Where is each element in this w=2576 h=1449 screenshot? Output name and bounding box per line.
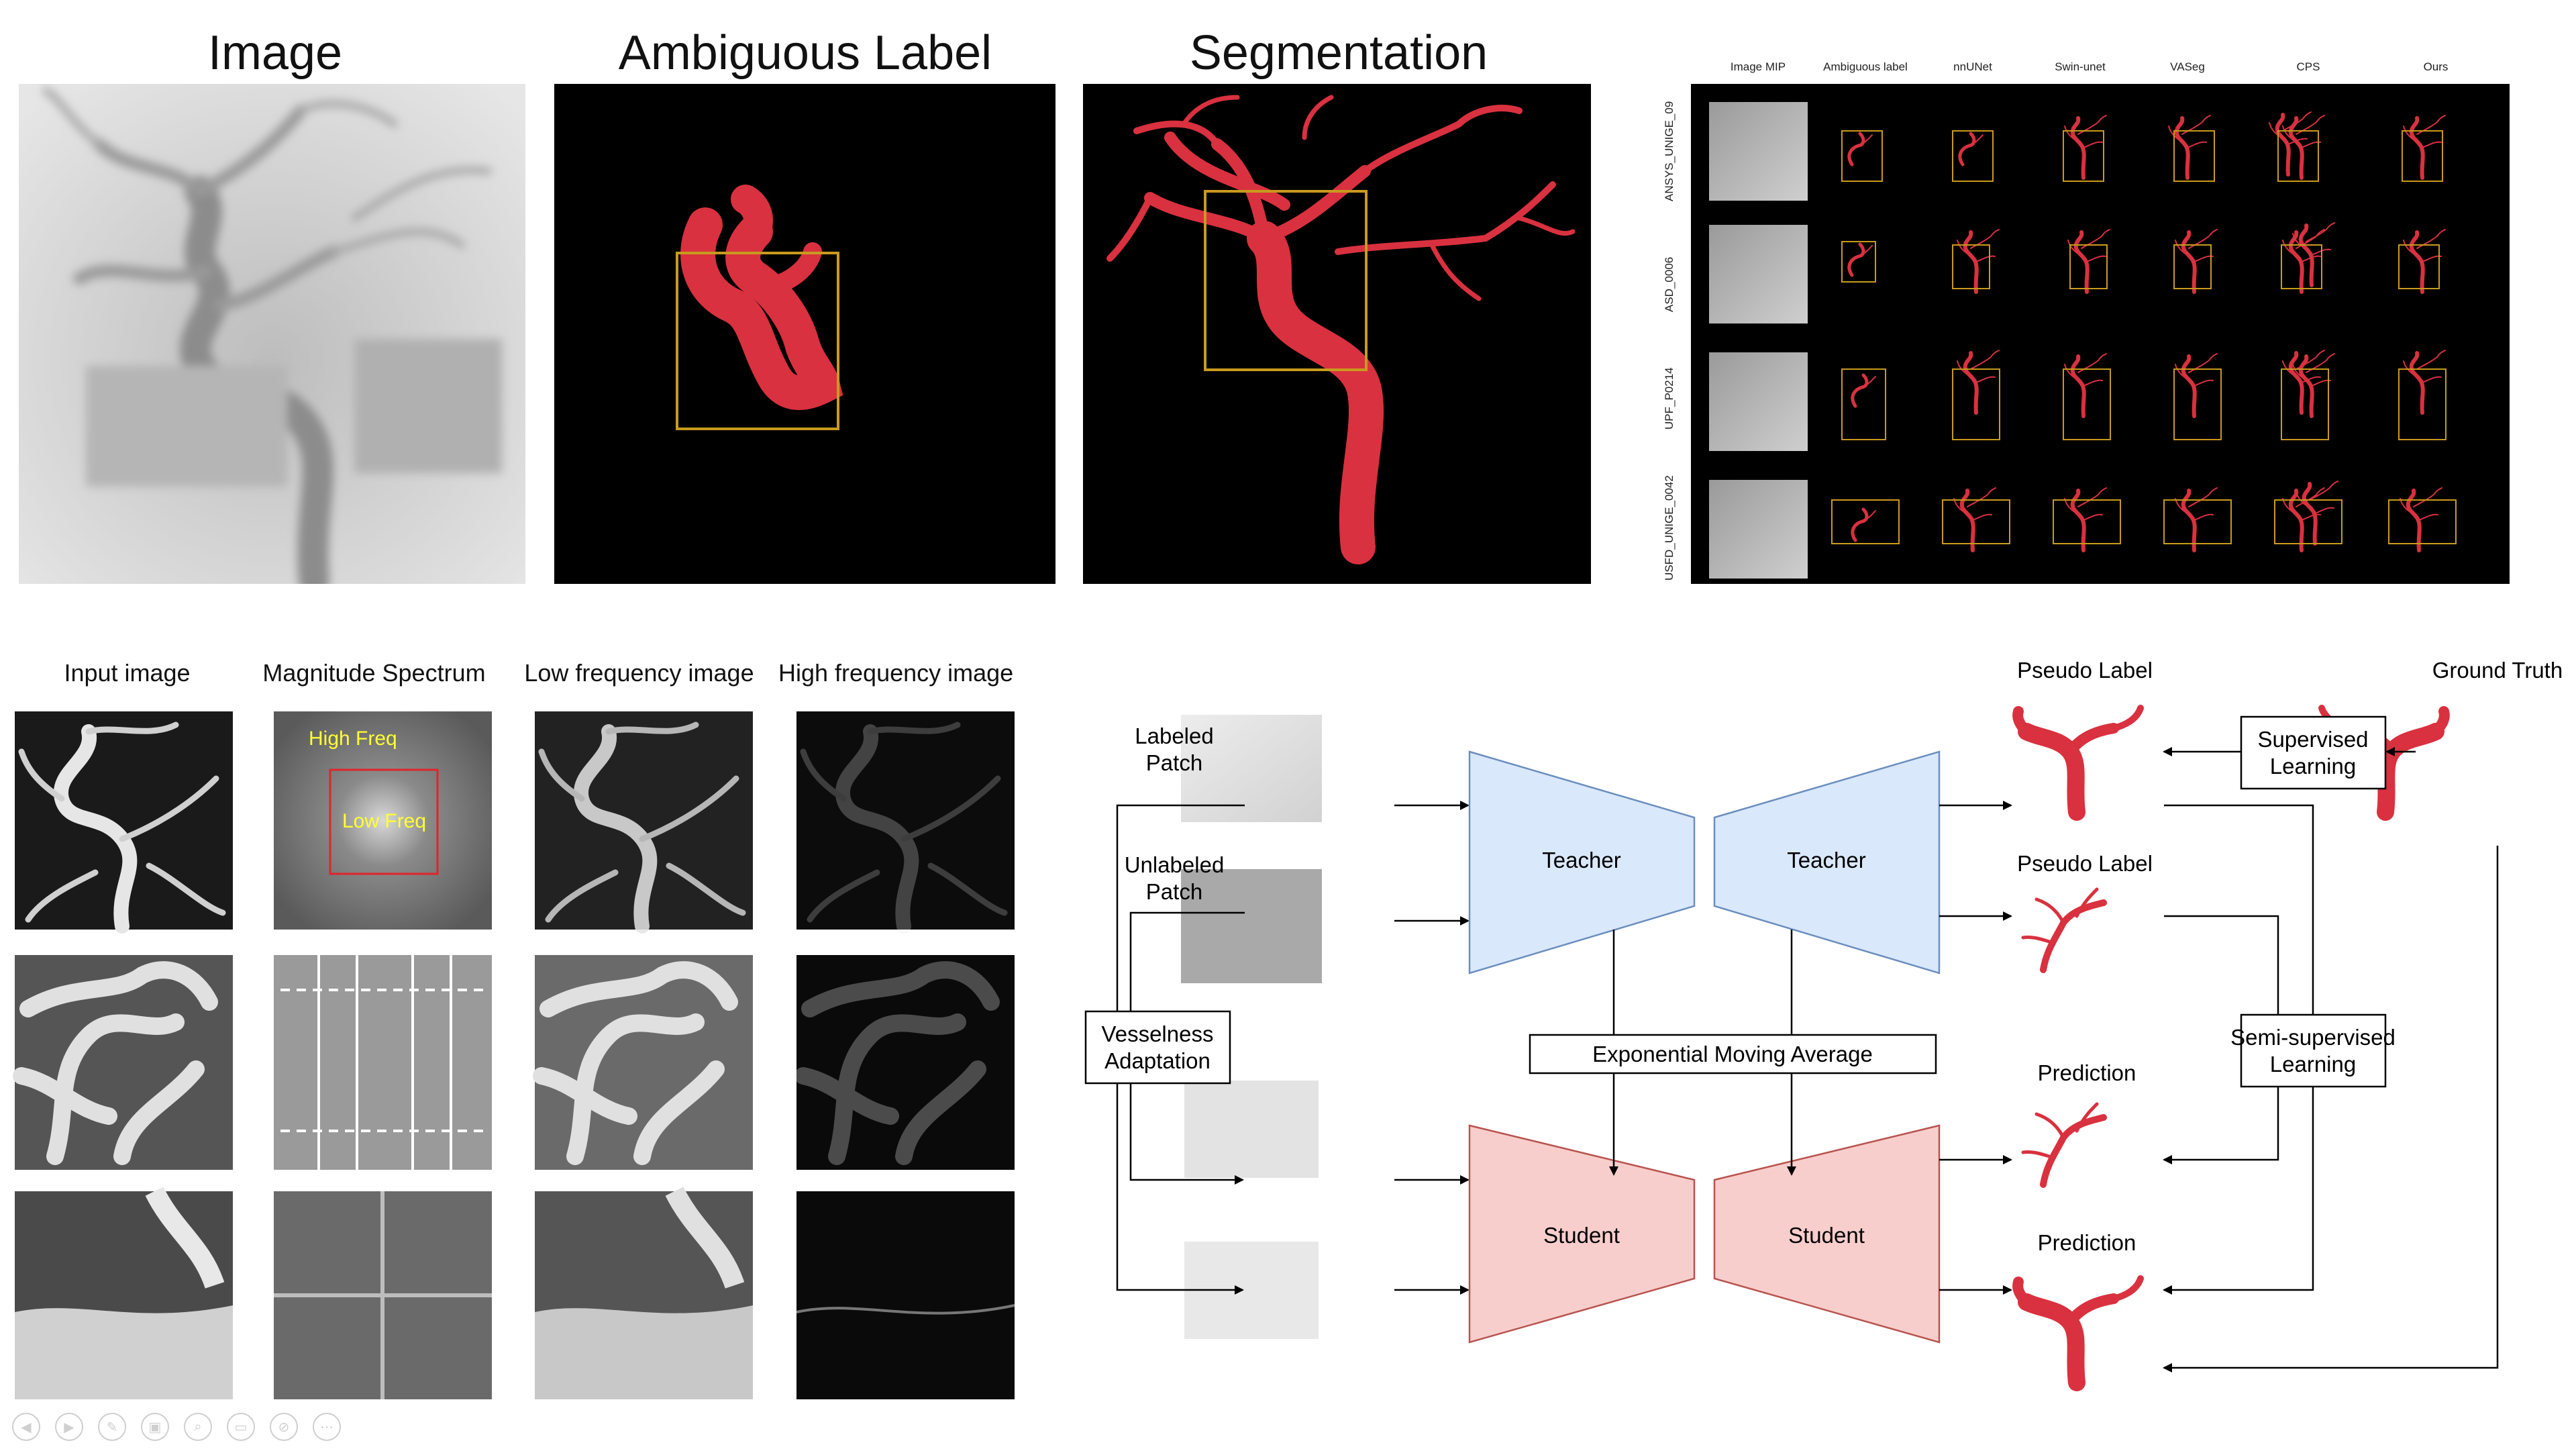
- roi-box: [676, 252, 839, 430]
- teacher-encoder: [1468, 750, 1696, 975]
- header-input-image: Input image: [64, 659, 191, 687]
- row-label-asd: ASD_0006: [1663, 256, 1676, 312]
- prediction-vessel-2: [2018, 1279, 2141, 1383]
- row-label-upf: UPF_P0214: [1663, 367, 1676, 430]
- labeled-patch-cube: [1181, 715, 1322, 822]
- prediction-label-1: Prediction: [2038, 1060, 2136, 1085]
- teacher-label-1: Teacher: [1542, 848, 1620, 872]
- subtitles-icon[interactable]: ▭: [227, 1413, 255, 1441]
- zoom-icon[interactable]: ⌕: [184, 1413, 212, 1441]
- row-4: [1709, 480, 2457, 579]
- ambiguous-label-image: [554, 84, 1055, 584]
- title-ambiguous-label: Ambiguous Label: [618, 26, 992, 80]
- segmentation-image: [1083, 84, 1591, 584]
- unlabeled-patch-cube: [1181, 869, 1322, 983]
- prediction-label-2: Prediction: [2038, 1230, 2136, 1255]
- row-1: [1709, 102, 2445, 201]
- slide-toolbar[interactable]: ◀ ▶ ✎ ▣ ⌕ ▭ ⊘ ⋯: [12, 1413, 341, 1441]
- student-label-1: Student: [1543, 1223, 1620, 1248]
- vesselness-box: [1084, 1010, 1231, 1085]
- augmented-patch-1: [1184, 1081, 1319, 1178]
- col-header-image-mip: Image MIP: [1730, 60, 1786, 73]
- ema-label: Exponential Moving Average: [1592, 1042, 1873, 1066]
- more-icon[interactable]: ⋯: [313, 1413, 341, 1441]
- spectrum-2: [274, 955, 492, 1170]
- pseudo-label-vessel-2: [2023, 889, 2104, 970]
- prediction-vessel-1: [2023, 1104, 2104, 1185]
- supervised-box: [2240, 715, 2387, 790]
- ema-box: [1529, 1034, 1937, 1075]
- low-freq-label: Low Freq: [342, 810, 426, 832]
- pseudo-label-vessel-1: [2018, 708, 2141, 812]
- student-encoder: [1468, 1124, 1696, 1344]
- header-low-frequency: Low frequency image: [524, 659, 754, 687]
- row-3: [1709, 350, 2446, 451]
- student-decoder: [1713, 1124, 1941, 1344]
- col-header-cps: CPS: [2296, 60, 2320, 73]
- col-header-swinunet: Swin-unet: [2055, 60, 2106, 73]
- camera-off-icon[interactable]: ⊘: [270, 1413, 298, 1441]
- angiogram-image: [19, 84, 525, 584]
- roi-box: [1204, 190, 1368, 371]
- teacher-decoder: [1713, 750, 1941, 975]
- title-segmentation: Segmentation: [1189, 26, 1488, 80]
- pen-icon[interactable]: ✎: [98, 1413, 126, 1441]
- title-image: Image: [207, 26, 343, 80]
- col-header-vaseg: VASeg: [2170, 60, 2205, 73]
- high-freq-image-3: [796, 1191, 1015, 1399]
- ground-truth-label: Ground Truth: [2432, 658, 2563, 683]
- spectrum-1: [274, 711, 492, 930]
- teacher-label-2: Teacher: [1787, 848, 1865, 872]
- header-high-frequency: High frequency image: [778, 659, 1014, 687]
- frequency-grid: High Freq Low Freq: [0, 711, 1015, 1399]
- col-header-nnunet: nnUNet: [1953, 60, 1992, 73]
- play-icon[interactable]: ▶: [55, 1413, 83, 1441]
- high-freq-label: High Freq: [309, 728, 397, 750]
- semi-supervised-box: [2240, 1013, 2387, 1088]
- col-header-ours: Ours: [2423, 60, 2449, 73]
- row-2: [1709, 223, 2445, 323]
- student-label-2: Student: [1788, 1223, 1865, 1248]
- col-header-ambiguous: Ambiguous label: [1823, 60, 1908, 73]
- row-label-usfd: USFD_UNIGE_0042: [1663, 475, 1676, 581]
- comparison-grid: [1691, 84, 2510, 584]
- back-icon[interactable]: ◀: [12, 1413, 40, 1441]
- row-label-ansys: ANSYS_UNIGE_09: [1663, 101, 1676, 201]
- header-magnitude-spectrum: Magnitude Spectrum: [262, 659, 486, 687]
- pseudo-label-1: Pseudo Label: [2017, 658, 2153, 683]
- pseudo-label-2: Pseudo Label: [2017, 851, 2153, 876]
- slides-icon[interactable]: ▣: [141, 1413, 169, 1441]
